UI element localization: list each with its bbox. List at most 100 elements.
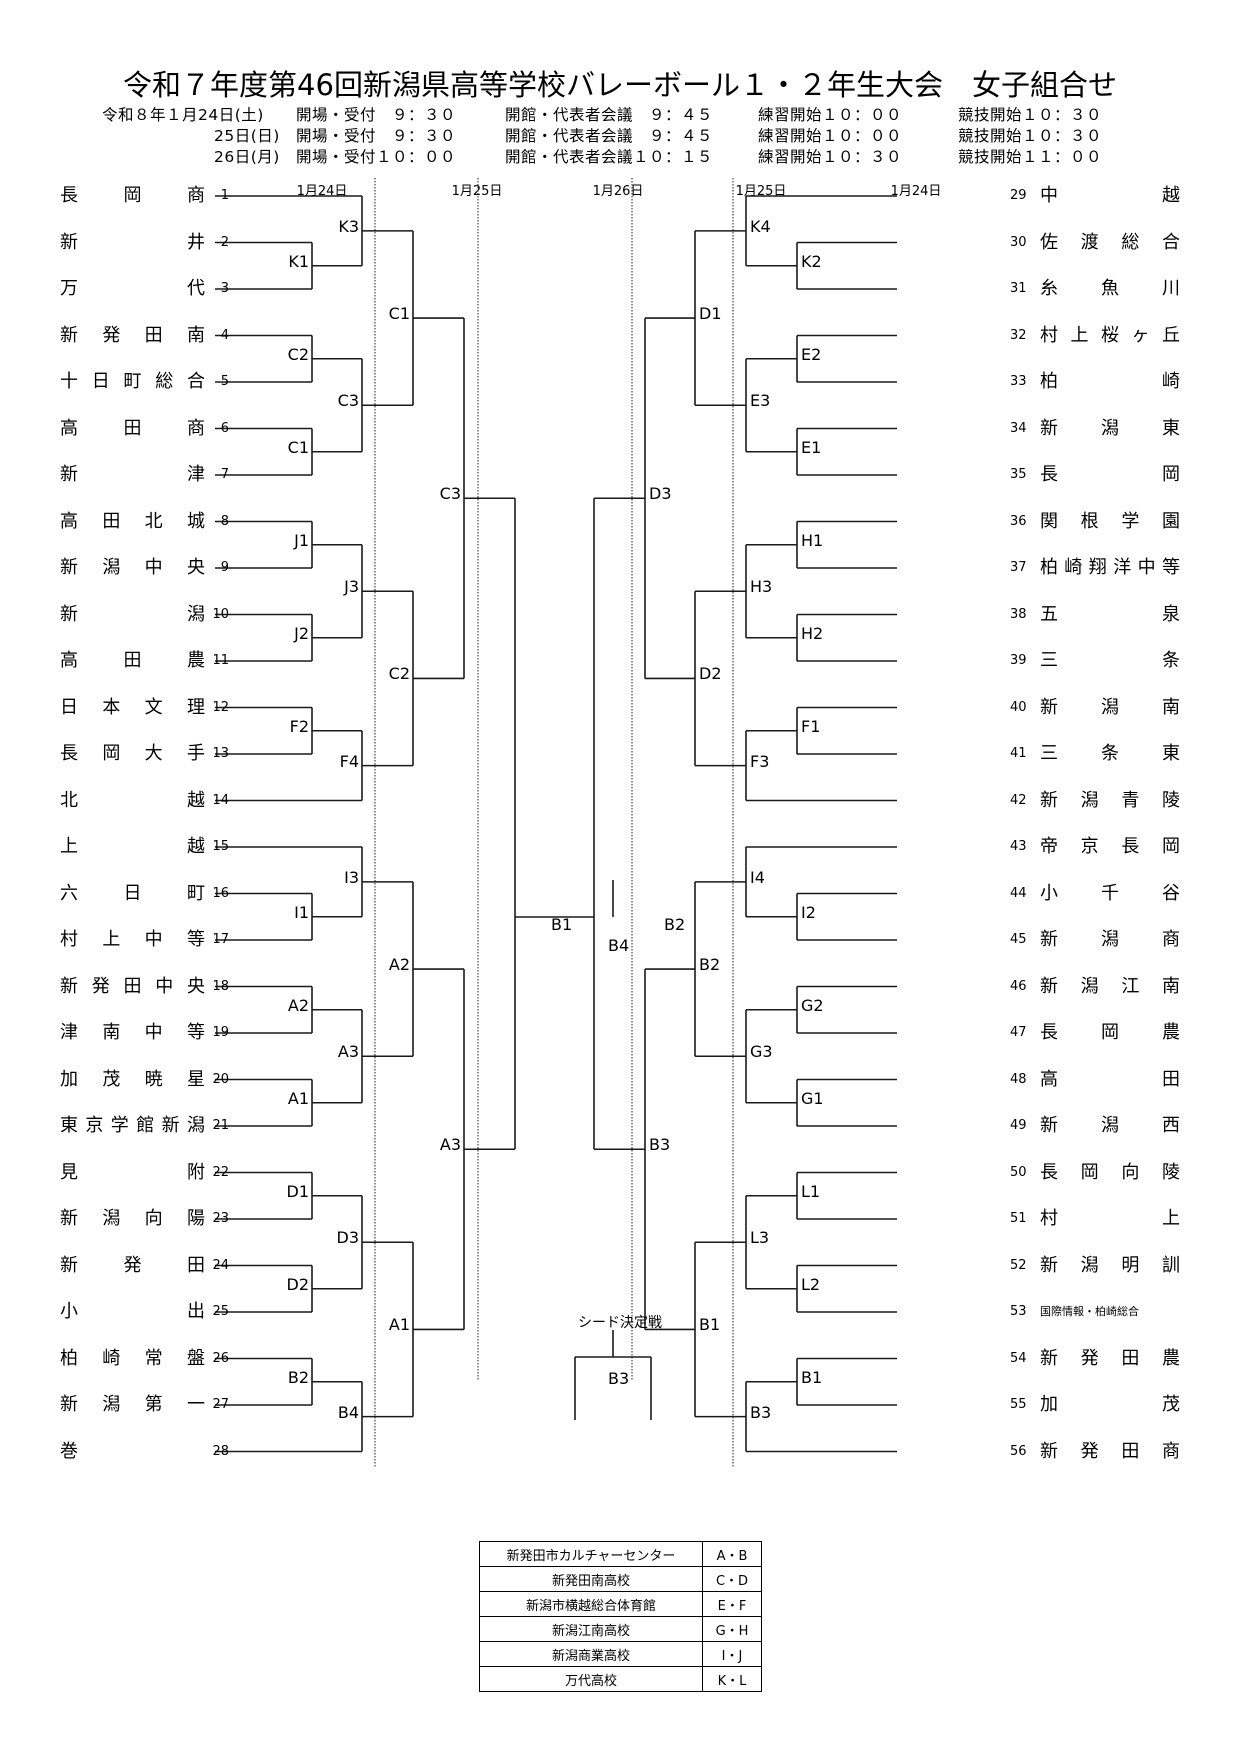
schedule-start: 競技開始１０：３０	[958, 127, 1103, 145]
team-name: 巻	[60, 1440, 78, 1462]
match-label: K3	[338, 216, 359, 236]
team-name: 新潟青陵	[1040, 789, 1180, 811]
venue-courts: C・D	[702, 1566, 762, 1592]
seed-number: 19	[212, 1025, 229, 1040]
match-label: A2	[287, 995, 309, 1015]
seed-number: 34	[1010, 420, 1027, 436]
seed-number: 49	[1010, 1118, 1027, 1133]
seed-number: 15	[212, 839, 229, 854]
schedule-start: 競技開始１１：００	[958, 148, 1103, 166]
team-name: 新発田農	[1040, 1347, 1180, 1369]
team-name: 小出	[60, 1301, 205, 1322]
schedule-meeting: 開館・代表者会議１０：１５	[505, 148, 714, 166]
seed-number: 51	[1010, 1211, 1027, 1226]
team-name: 津南中等	[60, 1022, 205, 1043]
match-label: G2	[801, 995, 824, 1015]
match-label: D2	[699, 664, 722, 684]
match-label: H3	[750, 577, 773, 597]
match-label: E3	[750, 391, 771, 411]
day-header: 1月25日	[451, 184, 503, 199]
seed-decider-match-label: B3	[608, 1369, 630, 1388]
seed-number: 53	[1010, 1304, 1027, 1319]
seed-number: 16	[212, 885, 229, 901]
team-name: 新潟第一	[60, 1394, 205, 1415]
match-label: B4	[337, 1402, 359, 1422]
match-label: A2	[388, 955, 410, 975]
venue-name: 万代高校	[479, 1666, 703, 1692]
seed-number: 54	[1010, 1350, 1027, 1366]
match-label: A1	[287, 1088, 309, 1108]
team-name: 万代	[60, 278, 205, 299]
team-name: 長岡大手	[60, 743, 205, 764]
seed-number: 2	[220, 234, 229, 250]
schedule-open: 開場・受付 ９：３０	[296, 127, 457, 145]
match-label: K1	[288, 251, 309, 271]
seed-number: 50	[1010, 1164, 1027, 1180]
match-label: I2	[801, 902, 816, 922]
seed-number: 10	[212, 606, 229, 622]
schedule-open: 開場・受付 ９：３０	[296, 106, 457, 124]
team-name: 東京学館新潟	[60, 1115, 205, 1136]
team-name: 新潟商	[1040, 929, 1180, 950]
team-name: 新発田中央	[60, 975, 205, 997]
venue-courts: A・B	[702, 1541, 762, 1567]
team-name: 新井	[60, 231, 205, 253]
venue-courts: K・L	[702, 1666, 762, 1692]
seed-number: 43	[1010, 839, 1027, 854]
match-label: I3	[344, 867, 359, 887]
seed-number: 39	[1010, 653, 1027, 668]
match-label: D1	[699, 304, 722, 324]
seed-number: 37	[1010, 560, 1027, 575]
team-name: 新発田南	[60, 324, 205, 346]
team-name: 長岡商	[60, 185, 205, 206]
seed-number: 45	[1010, 932, 1027, 947]
match-label: E2	[801, 344, 822, 364]
match-label: D1	[286, 1181, 310, 1201]
match-label: A1	[388, 1315, 410, 1335]
team-name: 三条東	[1040, 743, 1180, 764]
seed-number: 52	[1010, 1257, 1027, 1273]
match-label: D3	[649, 484, 672, 504]
seed-number: 17	[212, 932, 229, 947]
match-label: H2	[801, 623, 824, 643]
seed-number: 33	[1010, 374, 1027, 389]
schedule-start: 競技開始１０：３０	[958, 106, 1103, 124]
seed-number: 55	[1010, 1397, 1027, 1412]
team-name: 新潟中央	[60, 557, 205, 578]
team-name: 柏崎	[1040, 371, 1180, 392]
seed-number: 14	[212, 792, 229, 808]
venue-name: 新潟江南高校	[479, 1616, 703, 1642]
seed-number: 23	[212, 1211, 229, 1226]
seed-number: 48	[1010, 1071, 1027, 1087]
seed-decider-label: シード決定戦	[578, 1315, 662, 1331]
venue-courts: I・J	[702, 1641, 762, 1667]
match-label: F3	[750, 751, 770, 771]
seed-number: 4	[220, 327, 229, 343]
team-name: 村上桜ヶ丘	[1040, 324, 1180, 346]
team-name: 見附	[60, 1161, 205, 1183]
team-name: 柏崎翔洋中等	[1040, 557, 1180, 578]
match-label: D3	[336, 1228, 360, 1248]
match-label: F4	[339, 751, 359, 771]
team-name: 六日町	[60, 882, 205, 904]
team-name: 佐渡総合	[1040, 231, 1180, 253]
team-name: 帝京長岡	[1040, 836, 1180, 857]
match-label: I1	[294, 902, 309, 922]
team-name: 五泉	[1040, 603, 1180, 625]
seed-number: 12	[212, 699, 229, 715]
team-name: 日本文理	[60, 696, 205, 718]
seed-number: 8	[220, 513, 229, 529]
seed-number: 56	[1010, 1443, 1027, 1459]
team-name: 新潟東	[1040, 417, 1180, 439]
team-name: 新潟南	[1040, 696, 1180, 718]
page-title: 令和７年度第46回新潟県高等学校バレーボール１・２年生大会 女子組合せ	[123, 68, 1117, 102]
team-name: 高田商	[60, 417, 205, 439]
final-right-label: B2	[664, 915, 686, 934]
team-name: 糸魚川	[1040, 278, 1180, 299]
match-label: B1	[699, 1315, 721, 1335]
schedule-practice: 練習開始１０：００	[758, 127, 903, 145]
seed-number: 40	[1010, 699, 1027, 715]
